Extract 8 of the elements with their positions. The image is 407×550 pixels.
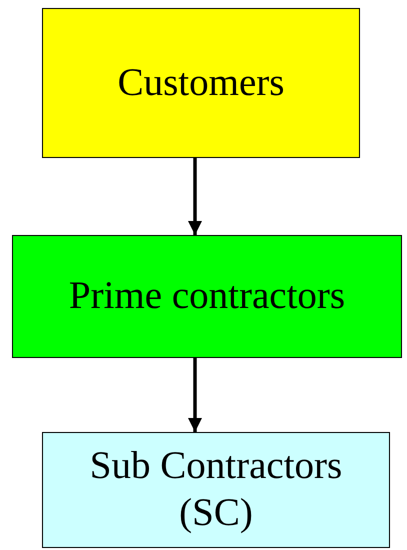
box-label: Customers: [118, 60, 284, 106]
process-box: [12, 235, 402, 358]
box-label: Sub Contractors (SC): [88, 443, 344, 536]
arrow: [188, 358, 202, 432]
process-box: [42, 432, 390, 548]
process-box: [42, 8, 360, 158]
arrow: [188, 158, 202, 235]
box-label: Prime contractors: [68, 273, 346, 320]
